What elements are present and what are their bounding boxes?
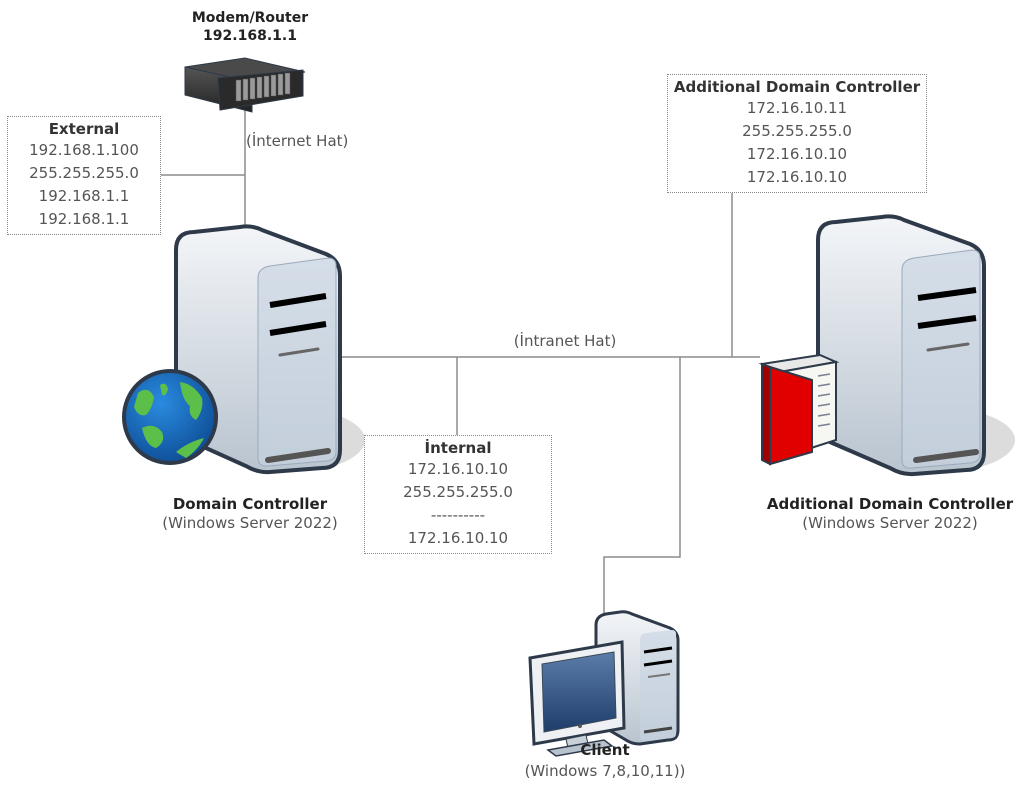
domain-controller-subtitle: (Windows Server 2022) — [162, 514, 338, 532]
client-subtitle: (Windows 7,8,10,11)) — [524, 762, 686, 780]
intranet-link-label: (İntranet Hat) — [513, 332, 617, 350]
internal-config-box: İnternal 172.16.10.10 255.255.255.0 ----… — [364, 435, 552, 554]
router-ip: 192.168.1.1 — [203, 28, 297, 44]
adc-gateway: 172.16.10.10 — [746, 145, 848, 163]
globe-icon — [122, 369, 218, 465]
internal-subnet: 255.255.255.0 — [403, 483, 513, 501]
domain-controller-title: Domain Controller — [172, 495, 328, 513]
internal-box-title: İnternal — [424, 439, 492, 457]
connection-lines — [160, 102, 760, 615]
external-config-box: External 192.168.1.100 255.255.255.0 192… — [7, 116, 161, 235]
book-icon — [758, 353, 840, 466]
adc-subnet: 255.255.255.0 — [742, 122, 852, 140]
internet-link-label: (İnternet Hat) — [246, 132, 349, 150]
router-icon — [184, 57, 306, 113]
adc-dns: 172.16.10.10 — [746, 168, 848, 186]
additional-dc-title: Additional Domain Controller — [766, 495, 1014, 513]
additional-dc-subtitle: (Windows Server 2022) — [802, 514, 978, 532]
client-title: Client — [580, 741, 630, 759]
client-workstation-icon — [528, 610, 680, 757]
external-subnet: 255.255.255.0 — [29, 164, 139, 182]
internal-dns: 172.16.10.10 — [407, 529, 509, 547]
internal-gateway: ---------- — [430, 506, 486, 524]
external-gateway: 192.168.1.1 — [38, 187, 130, 205]
adc-ip: 172.16.10.11 — [746, 99, 848, 117]
additional-dc-server-icon — [816, 214, 1015, 477]
client-link — [603, 357, 681, 615]
adc-config-box: Additional Domain Controller 172.16.10.1… — [667, 74, 927, 193]
internal-ip: 172.16.10.10 — [407, 460, 509, 478]
router-title: Modem/Router — [191, 10, 309, 26]
external-box-title: External — [48, 120, 120, 138]
external-dns: 192.168.1.1 — [38, 210, 130, 228]
external-ip: 192.168.1.100 — [29, 141, 139, 159]
adc-box-title: Additional Domain Controller — [673, 78, 921, 96]
